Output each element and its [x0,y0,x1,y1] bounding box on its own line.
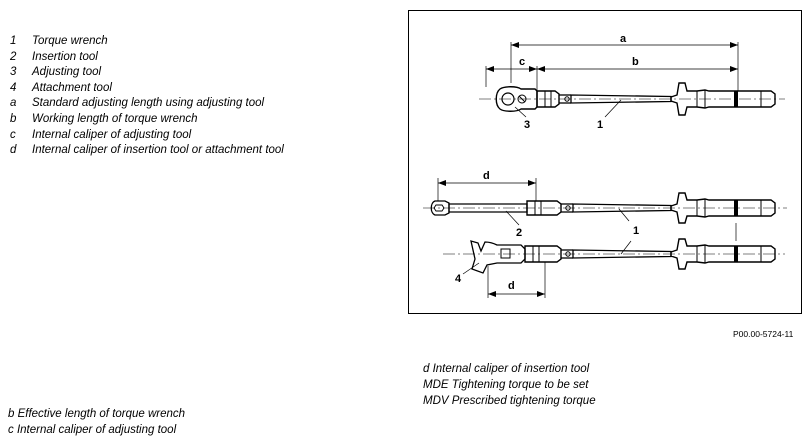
callout-label-1-middle: 1 [633,225,639,237]
dimension-label-b: b [632,56,639,68]
dimension-label-a: a [620,33,627,45]
legend-item: a Standard adjusting length using adjusti… [10,96,284,112]
legend-text: Internal caliper of insertion tool or at… [32,144,284,157]
legend-item: 2 Insertion tool [10,50,284,66]
legend-key: a [10,97,17,110]
legend-key: d [10,144,17,157]
legend-item: d Internal caliper of insertion tool or a… [10,143,284,159]
middle-wrench-assembly [423,178,787,226]
legend-item: 1 Torque wrench [10,34,284,50]
legend-item: 4 Attachment tool [10,81,284,97]
callout-label-3: 3 [524,119,530,131]
note-line: d Internal caliper of insertion tool [423,363,590,375]
legend-key: 1 [10,35,17,47]
legend-text: Insertion tool [32,50,98,63]
legend-text: Torque wrench [32,35,108,47]
legend-key: 4 [10,81,17,94]
legend-key: c [10,128,16,141]
notes-right: d Internal caliper of insertion tool MDE… [423,361,596,409]
legend-text: Attachment tool [32,81,112,94]
legend-text: Standard adjusting length using adjustin… [32,97,265,110]
note-line: MDE Tightening torque to be set [423,379,589,391]
bottom-wrench-assembly [443,238,785,298]
figure-id: P00.00-5724-11 [733,329,794,339]
legend-text: Working length of torque wrench [32,112,198,125]
callout-label-2: 2 [516,227,522,239]
legend-item: c Internal caliper of adjusting tool [10,128,284,144]
technical-figure: a c b 3 1 d 2 1 4 d [408,10,802,314]
callout-label-4: 4 [455,273,462,285]
note-line: b Effective length of torque wrench [8,408,186,420]
dimension-label-c: c [519,56,525,68]
top-wrench-assembly [479,42,785,118]
dimension-label-d-bottom: d [508,280,515,292]
legend-list: 1 Torque wrench 2 Insertion tool 3 Adjustin… [10,34,284,159]
callout-label-1-top: 1 [597,119,603,131]
legend-key: 3 [10,66,17,79]
note-line: c Internal caliper of adjusting tool [8,424,177,436]
legend-text: Internal caliper of adjusting tool [32,128,192,141]
legend-text: Adjusting tool [32,66,102,79]
legend-item: b Working length of torque wrench [10,112,284,128]
note-line: MDV Prescribed tightening torque [423,395,596,407]
notes-left: b Effective length of torque wrench c In… [8,406,185,438]
legend-key: b [10,112,17,125]
legend-key: 2 [10,50,17,63]
dimension-label-d-middle: d [483,170,490,182]
torque-wrench-drawing: a c b 3 1 d 2 1 4 d [423,33,787,298]
legend-item: 3 Adjusting tool [10,65,284,81]
